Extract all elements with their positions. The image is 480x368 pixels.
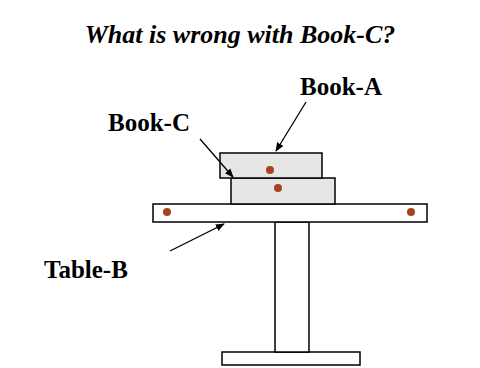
title: What is wrong with Book-C? [85, 22, 396, 48]
support-dot [407, 208, 415, 216]
leader-line [200, 139, 233, 177]
part-label: Book-C [108, 110, 190, 135]
part-label: Table-B [44, 257, 128, 282]
table-base [222, 352, 360, 365]
table-leg [275, 222, 309, 352]
support-dot [163, 208, 171, 216]
table-top [153, 204, 427, 222]
center-dot [274, 184, 282, 192]
part-label: Book-A [300, 74, 382, 99]
book-a [220, 153, 322, 178]
center-dot [266, 166, 274, 174]
leader-line [276, 102, 306, 151]
book-c [231, 178, 335, 204]
leader-line [170, 224, 224, 251]
